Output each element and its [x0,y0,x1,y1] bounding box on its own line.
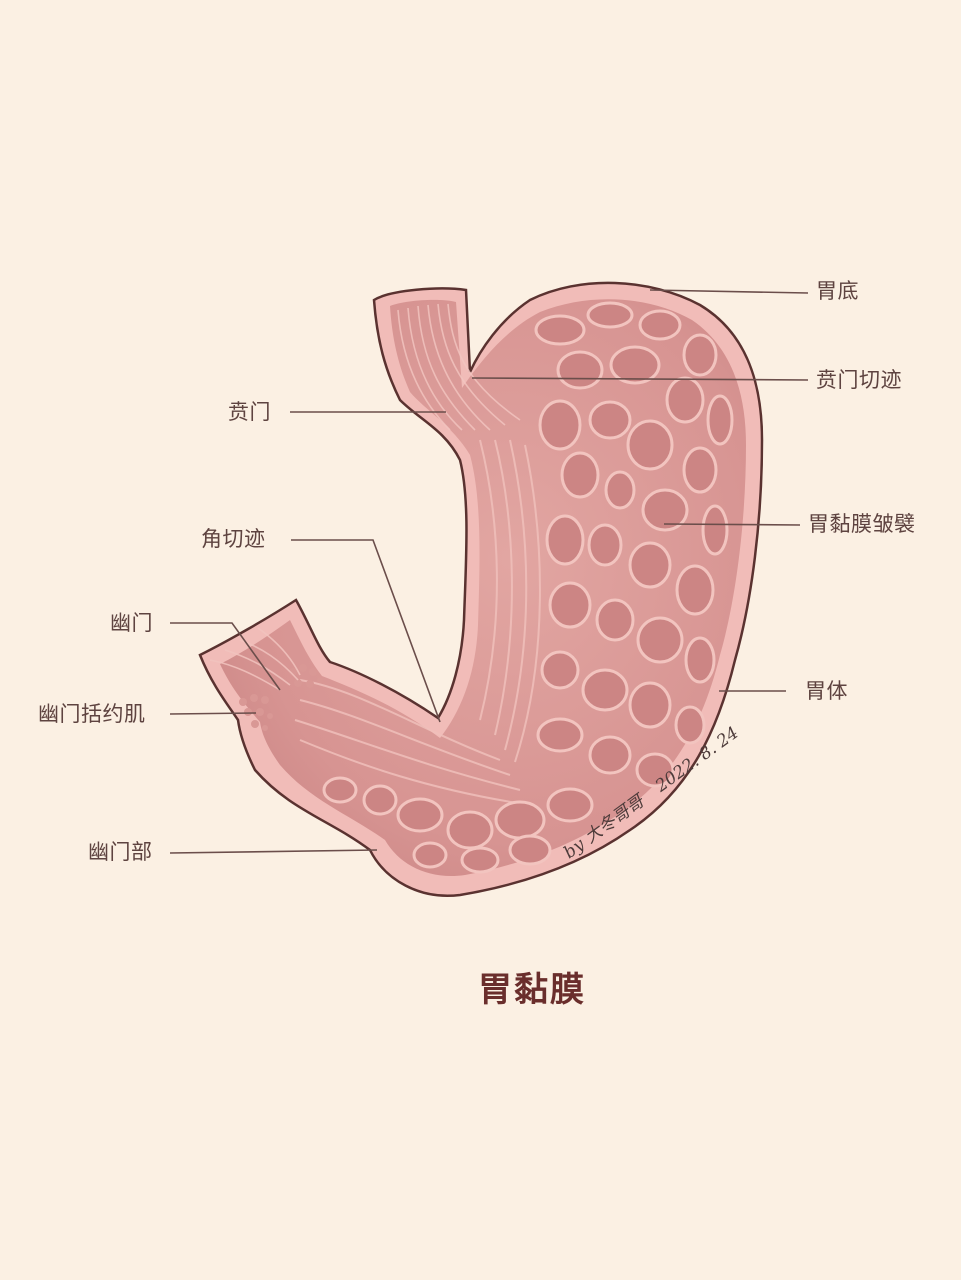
gastric-mucosa [220,299,746,877]
leader-lines [169,289,809,854]
leader-angular-notch [291,539,441,723]
leader-cardiac-notch [471,377,809,381]
label-pylorus: 幽门 [110,611,153,635]
leader-fundus [649,289,809,294]
esophagus-folds [397,303,521,431]
leader-pylorus [170,622,281,691]
label-body: 胃体 [805,679,848,703]
label-pyloric-sphincter: 幽门括约肌 [38,702,146,726]
lesser-curvature-folds [294,439,541,806]
label-pyloric-part: 幽门部 [88,840,153,864]
label-fundus: 胃底 [816,279,859,303]
leader-pyloric-part [169,849,378,854]
leader-pyloric-sphincter [169,712,257,715]
label-cardiac-notch: 贲门切迹 [816,368,902,392]
label-gastric-folds: 胃黏膜皱襞 [808,512,916,536]
label-cardia: 贲门 [228,400,271,424]
pyloric-sphincter-dots [239,664,323,731]
leader-gastric-folds [663,523,801,526]
diagram-title: 胃黏膜 [478,970,586,1010]
label-angular-notch: 角切迹 [201,527,266,551]
rugae-cells [322,301,734,874]
